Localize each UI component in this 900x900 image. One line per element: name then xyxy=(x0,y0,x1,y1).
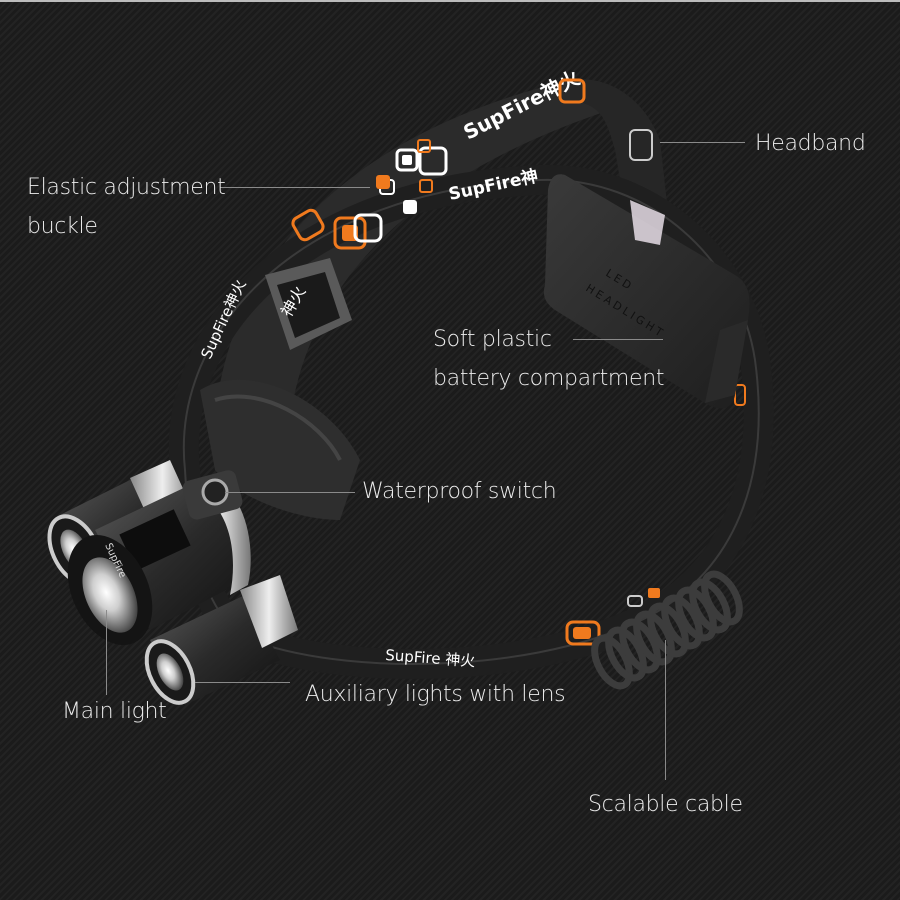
leader-buckle xyxy=(220,187,370,188)
strap-pattern xyxy=(291,78,746,646)
label-aux-lights: Auxiliary lights with lens xyxy=(305,675,566,714)
label-battery: Soft plastic battery compartment xyxy=(433,320,665,398)
cable-label: Scalable cable xyxy=(588,792,743,817)
leader-main-light xyxy=(106,610,107,695)
top-border xyxy=(0,0,900,2)
main-light: SupFire xyxy=(67,480,251,645)
battery-label-line2: battery compartment xyxy=(433,366,665,391)
leader-battery xyxy=(573,339,663,340)
label-headband: Headband xyxy=(755,124,866,163)
label-cable: Scalable cable xyxy=(588,785,743,824)
aux-lights-label: Auxiliary lights with lens xyxy=(305,682,566,707)
leader-aux-lights xyxy=(195,682,290,683)
leader-cable xyxy=(665,640,666,780)
label-buckle: Elastic adjustment buckle xyxy=(27,168,226,246)
light-mount xyxy=(200,379,360,520)
battery-compartment: LED HEADLIGHT xyxy=(543,174,750,409)
label-main-light: Main light xyxy=(62,692,167,731)
label-switch: Waterproof switch xyxy=(362,472,557,511)
adjustment-buckle: 神火 xyxy=(265,258,352,350)
switch-label: Waterproof switch xyxy=(362,479,557,504)
main-light-label: Main light xyxy=(62,699,167,724)
battery-label-line1: Soft plastic xyxy=(433,327,552,352)
buckle-label-line2: buckle xyxy=(27,214,98,239)
leader-headband xyxy=(660,142,745,143)
headband-label: Headband xyxy=(755,131,866,156)
lower-auxiliary-light xyxy=(144,575,298,705)
coiled-cable xyxy=(591,570,743,690)
leader-switch xyxy=(225,492,355,493)
buckle-label-line1: Elastic adjustment xyxy=(27,175,226,200)
waterproof-switch-button xyxy=(182,470,243,520)
